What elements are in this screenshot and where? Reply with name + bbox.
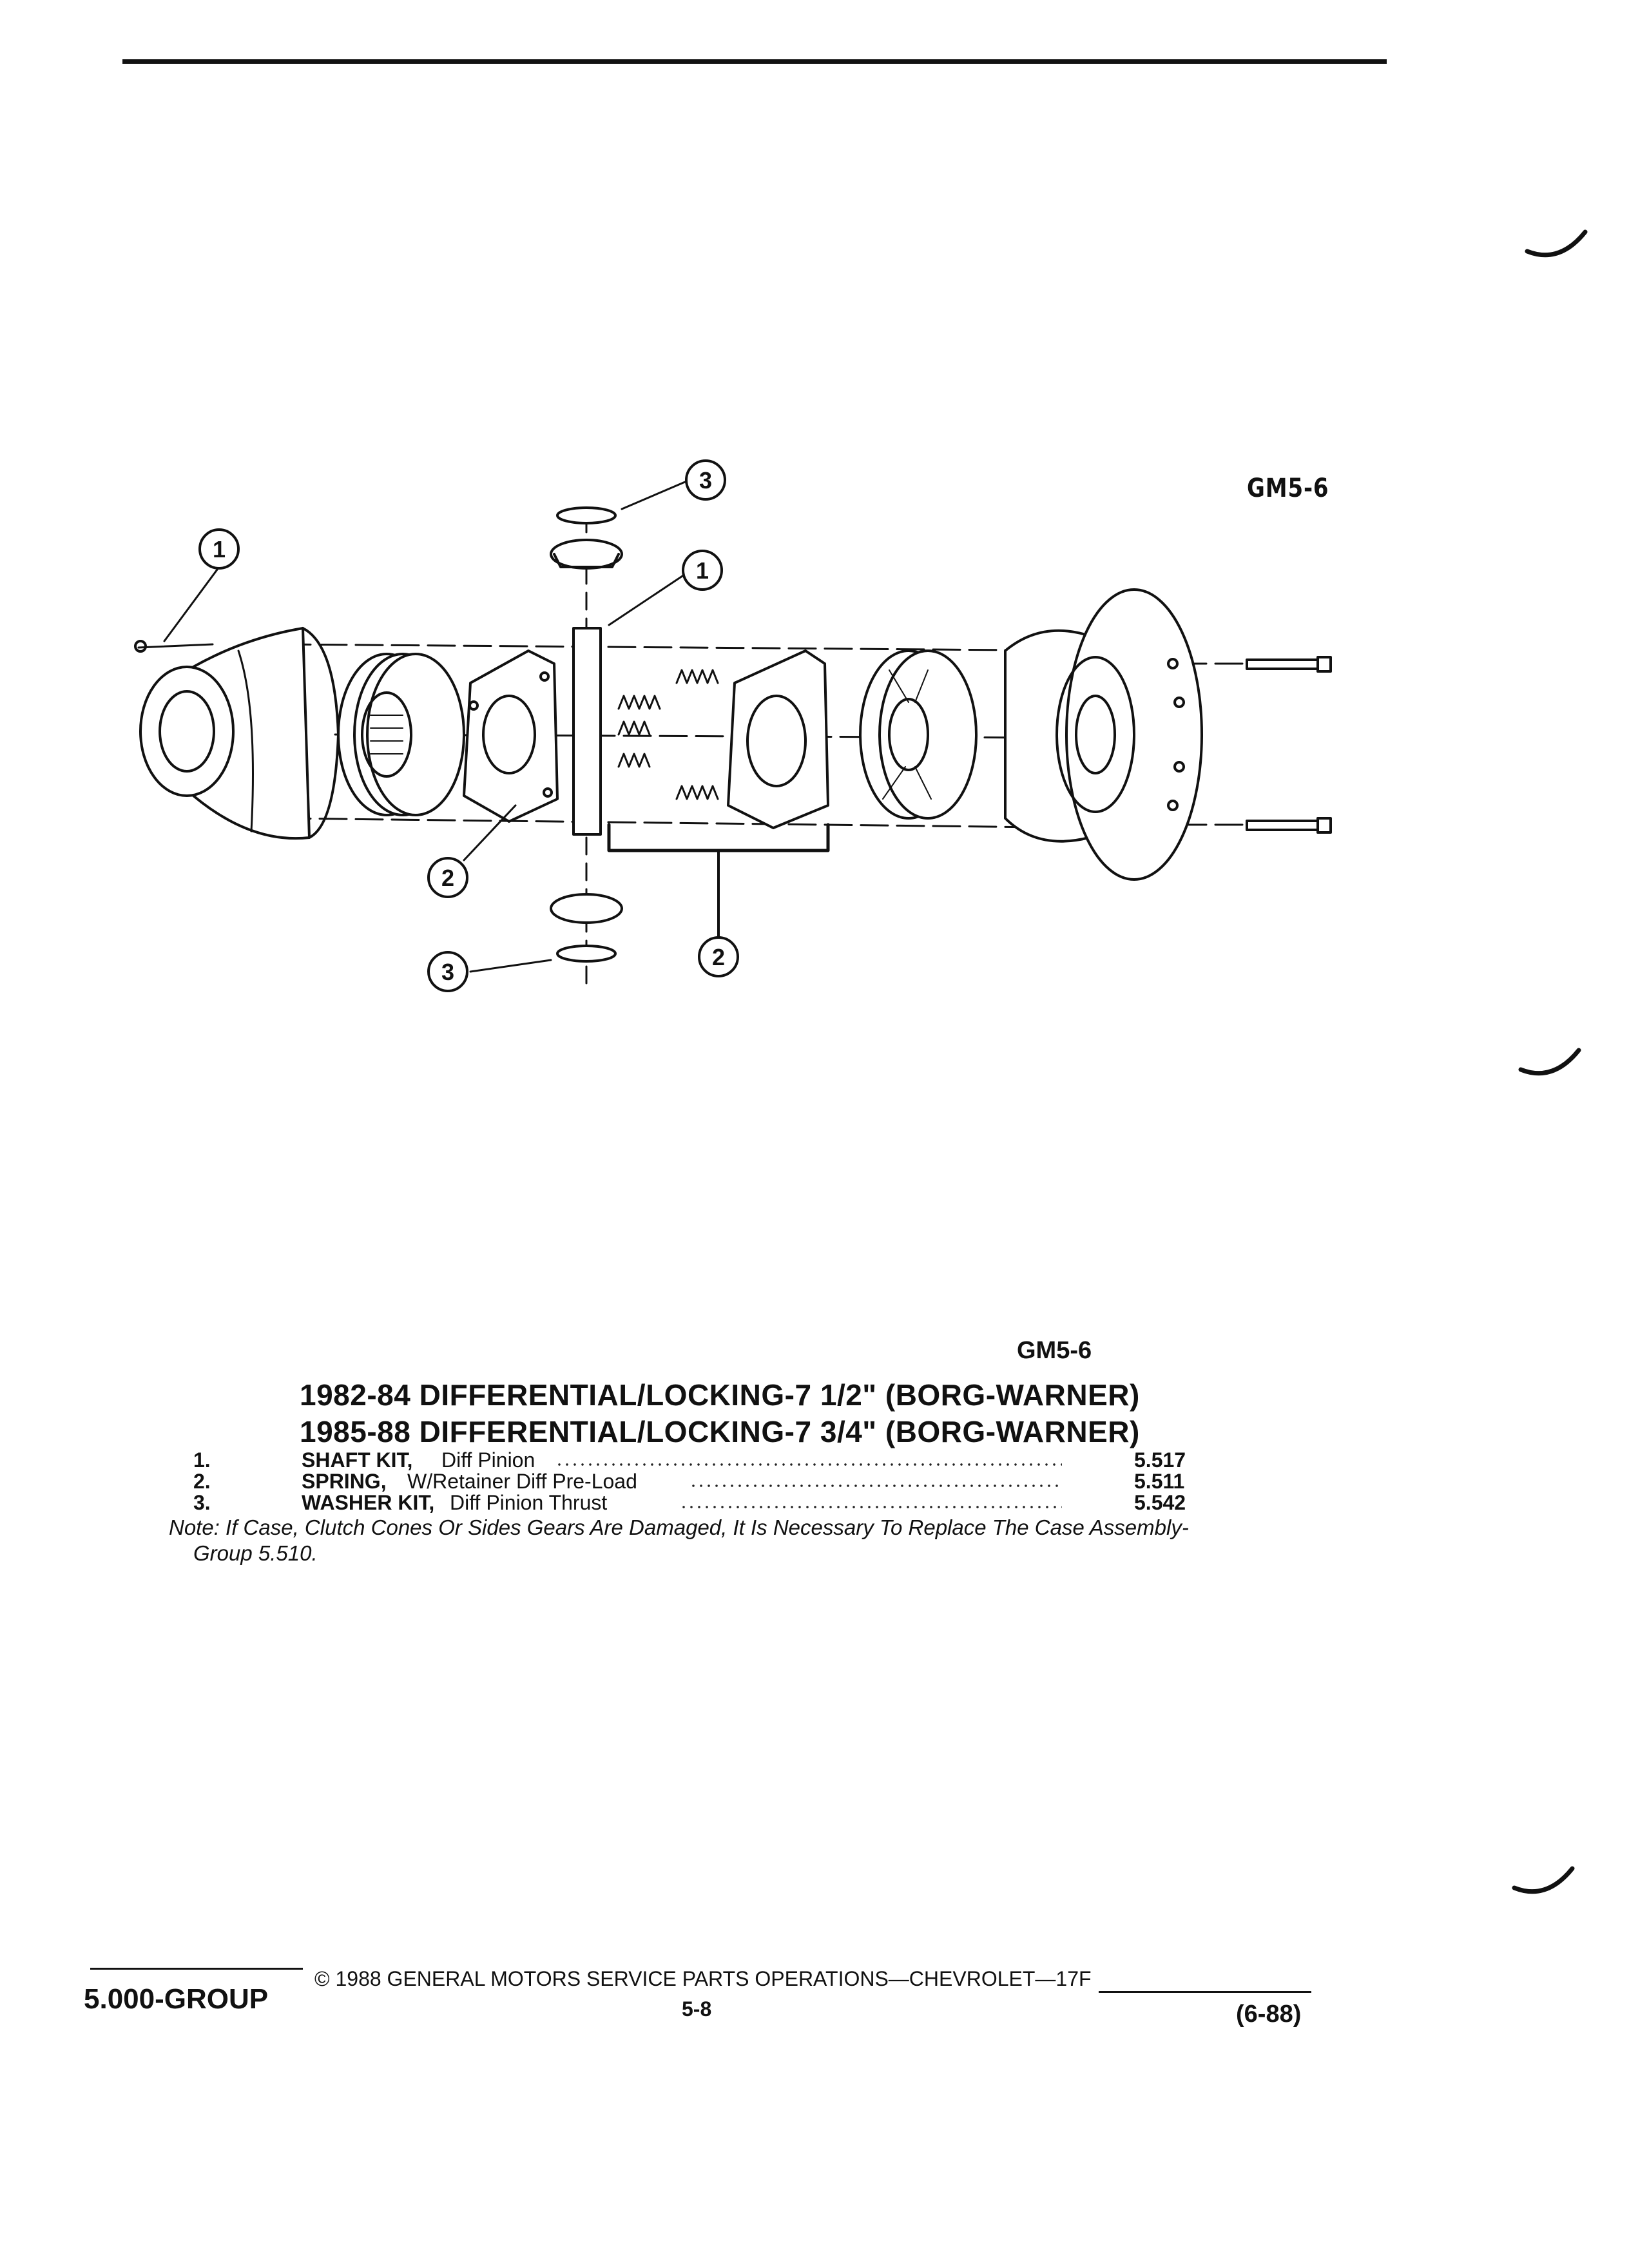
item-description: W/Retainer Diff Pre-Load xyxy=(407,1470,637,1493)
item-name: WASHER KIT, xyxy=(302,1491,435,1514)
pinion-shaft xyxy=(572,627,602,836)
dot-leader xyxy=(680,1505,1062,1509)
item-number: 2. xyxy=(193,1470,211,1493)
item-description: Diff Pinion xyxy=(441,1448,535,1472)
item-name: SPRING, xyxy=(302,1470,387,1493)
footer-date: (6-88) xyxy=(1236,2001,1302,2028)
callout-2-plate: 2 xyxy=(441,865,454,891)
item-name: SHAFT KIT, xyxy=(302,1448,413,1472)
callout-1-shaft: 1 xyxy=(696,557,709,584)
callout-leaders xyxy=(163,479,691,973)
footer-rule-right xyxy=(1099,1991,1311,1993)
item-number: 1. xyxy=(193,1448,211,1472)
binder-mark-middle xyxy=(1518,1048,1581,1076)
right-case-flange xyxy=(1004,588,1203,881)
item-group-number: 5.511 xyxy=(1134,1470,1185,1493)
footer-page-number: 5-8 xyxy=(682,1997,712,2021)
left-retainer-plate xyxy=(463,649,559,823)
title-line-1: 1982-84 DIFFERENTIAL/LOCKING-7 1/2" (BOR… xyxy=(300,1378,1140,1412)
footer-group: 5.000-GROUP xyxy=(84,1983,269,2015)
callout-3-top: 3 xyxy=(699,467,712,494)
parts-list-item: 3. WASHER KIT, Diff Pinion Thrust 5.542 xyxy=(0,1491,1629,1517)
item-group-number: 5.517 xyxy=(1134,1448,1186,1472)
exploded-differential-diagram: 1 1 2 2 3 3 xyxy=(134,459,1332,994)
callout-3-bottom: 3 xyxy=(441,959,454,985)
preload-springs xyxy=(617,669,719,800)
footer-rule-left xyxy=(90,1968,303,1970)
callout-1-left: 1 xyxy=(213,536,226,562)
note-line-2: Group 5.510. xyxy=(193,1541,318,1565)
parts-list-item: 2. SPRING, W/Retainer Diff Pre-Load 5.51… xyxy=(0,1470,1629,1495)
figure-code-caption: GM5-6 xyxy=(1017,1337,1092,1364)
dot-leader xyxy=(689,1484,1062,1488)
item-number: 3. xyxy=(193,1491,211,1514)
binder-mark-bottom xyxy=(1512,1866,1575,1894)
figure-code-top: GM5-6 xyxy=(1247,474,1329,503)
spring-group-bracket xyxy=(607,823,830,852)
item-description: Diff Pinion Thrust xyxy=(450,1491,608,1514)
callout-2-springs: 2 xyxy=(712,944,725,970)
bottom-pinion-gear xyxy=(550,893,623,963)
parts-list-item: 1. SHAFT KIT, Diff Pinion 5.517 xyxy=(0,1448,1629,1474)
left-case-cone xyxy=(134,627,340,840)
dot-leader xyxy=(555,1463,1062,1466)
flange-bolts xyxy=(1246,656,1332,834)
left-clutch-cone xyxy=(337,653,465,816)
right-clutch-cone xyxy=(859,649,978,820)
right-retainer-plate xyxy=(727,649,829,829)
title-line-2: 1985-88 DIFFERENTIAL/LOCKING-7 3/4" (BOR… xyxy=(300,1415,1140,1448)
note-line-1: Note: If Case, Clutch Cones Or Sides Gea… xyxy=(169,1515,1189,1539)
callout-circles xyxy=(198,459,739,992)
header-rule xyxy=(122,59,1387,64)
binder-mark-top xyxy=(1525,229,1588,258)
top-pinion-gear xyxy=(550,506,623,570)
item-group-number: 5.542 xyxy=(1134,1491,1186,1514)
footer-copyright: © 1988 GENERAL MOTORS SERVICE PARTS OPER… xyxy=(314,1967,1092,1990)
